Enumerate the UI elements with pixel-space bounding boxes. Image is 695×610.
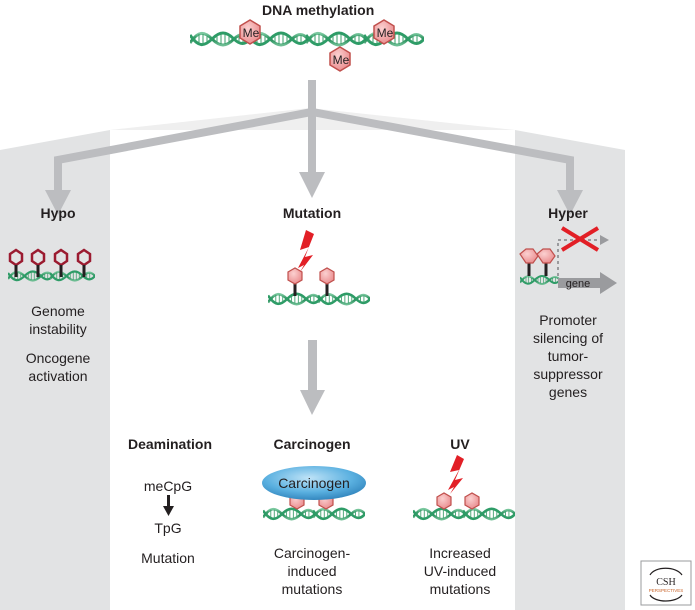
uv-heading: UV: [450, 436, 470, 452]
carcinogen-heading: Carcinogen: [273, 436, 351, 452]
branch-arrows: [54, 80, 574, 195]
hyper-effect-line: Promoter: [539, 312, 597, 328]
carcinogen-result: Carcinogen- induced mutations: [262, 544, 362, 598]
uv-result-line: UV-induced: [423, 563, 497, 579]
uv-result: Increased UV-induced mutations: [410, 544, 510, 598]
carcinogen-result-line: Carcinogen-: [273, 545, 351, 561]
blocked-transcription-icon: [560, 226, 600, 252]
mutation-down-arrow-head: [300, 390, 325, 415]
page-title: DNA methylation: [262, 2, 375, 18]
deamination-from: meCpG: [143, 478, 193, 494]
arrowhead-hypo: [45, 190, 71, 215]
gene-label: gene: [566, 278, 590, 290]
methyl-label: Me: [333, 53, 350, 67]
gene-arrow: [558, 272, 617, 294]
hypo-effect-line: instability: [29, 321, 87, 337]
arrowhead-hyper: [557, 190, 583, 215]
mutation-heading: Mutation: [282, 205, 342, 221]
mutation-dna-illustration: [268, 267, 370, 306]
deamination-arrow: [163, 495, 174, 516]
svg-text:CSH: CSH: [656, 577, 675, 588]
hyper-effect-line: silencing of: [532, 330, 604, 346]
methyl-group-icon: [239, 19, 395, 72]
svg-text:PERSPECTIVES: PERSPECTIVES: [649, 588, 684, 593]
carcinogen-result-line: mutations: [281, 581, 343, 597]
methyl-label: Me: [243, 26, 260, 40]
uv-lightning-icon: [448, 455, 464, 494]
hypo-effects: Genome instability Oncogene activation: [8, 302, 108, 385]
mutation-down-arrow-shaft: [308, 340, 317, 395]
hypo-dna-illustration: [8, 248, 95, 282]
arrowhead-mutation: [299, 172, 325, 198]
lightning-bolt-icon: [298, 230, 314, 272]
methyl-label: Me: [377, 26, 394, 40]
deamination-heading: Deamination: [127, 436, 212, 452]
hypo-effect-line: Genome: [31, 303, 85, 319]
hyper-effects: Promoter silencing of tumor- suppressor …: [518, 311, 618, 401]
hyper-effect-line: suppressor: [533, 366, 603, 382]
carcinogen-result-line: induced: [287, 563, 337, 579]
carcinogen-blob-label: Carcinogen: [278, 475, 350, 491]
carcinogen-molecule: [262, 466, 366, 500]
hypo-effect-line: Oncogene: [25, 350, 91, 366]
csh-perspectives-logo: CSH PERSPECTIVES: [640, 560, 692, 606]
deamination-result: Mutation: [141, 550, 195, 566]
hyper-effect-line: tumor-: [547, 348, 589, 364]
hyper-heading: Hyper: [548, 205, 588, 221]
deamination-to: TpG: [154, 520, 182, 536]
hypo-heading: Hypo: [40, 205, 76, 221]
hypo-effect-line: activation: [28, 368, 88, 384]
uv-dna-illustration: [413, 492, 515, 521]
uv-result-line: mutations: [429, 581, 491, 597]
hyper-effect-line: genes: [548, 384, 588, 400]
hyper-promoter-illustration: [519, 235, 617, 294]
uv-result-line: Increased: [429, 545, 491, 561]
